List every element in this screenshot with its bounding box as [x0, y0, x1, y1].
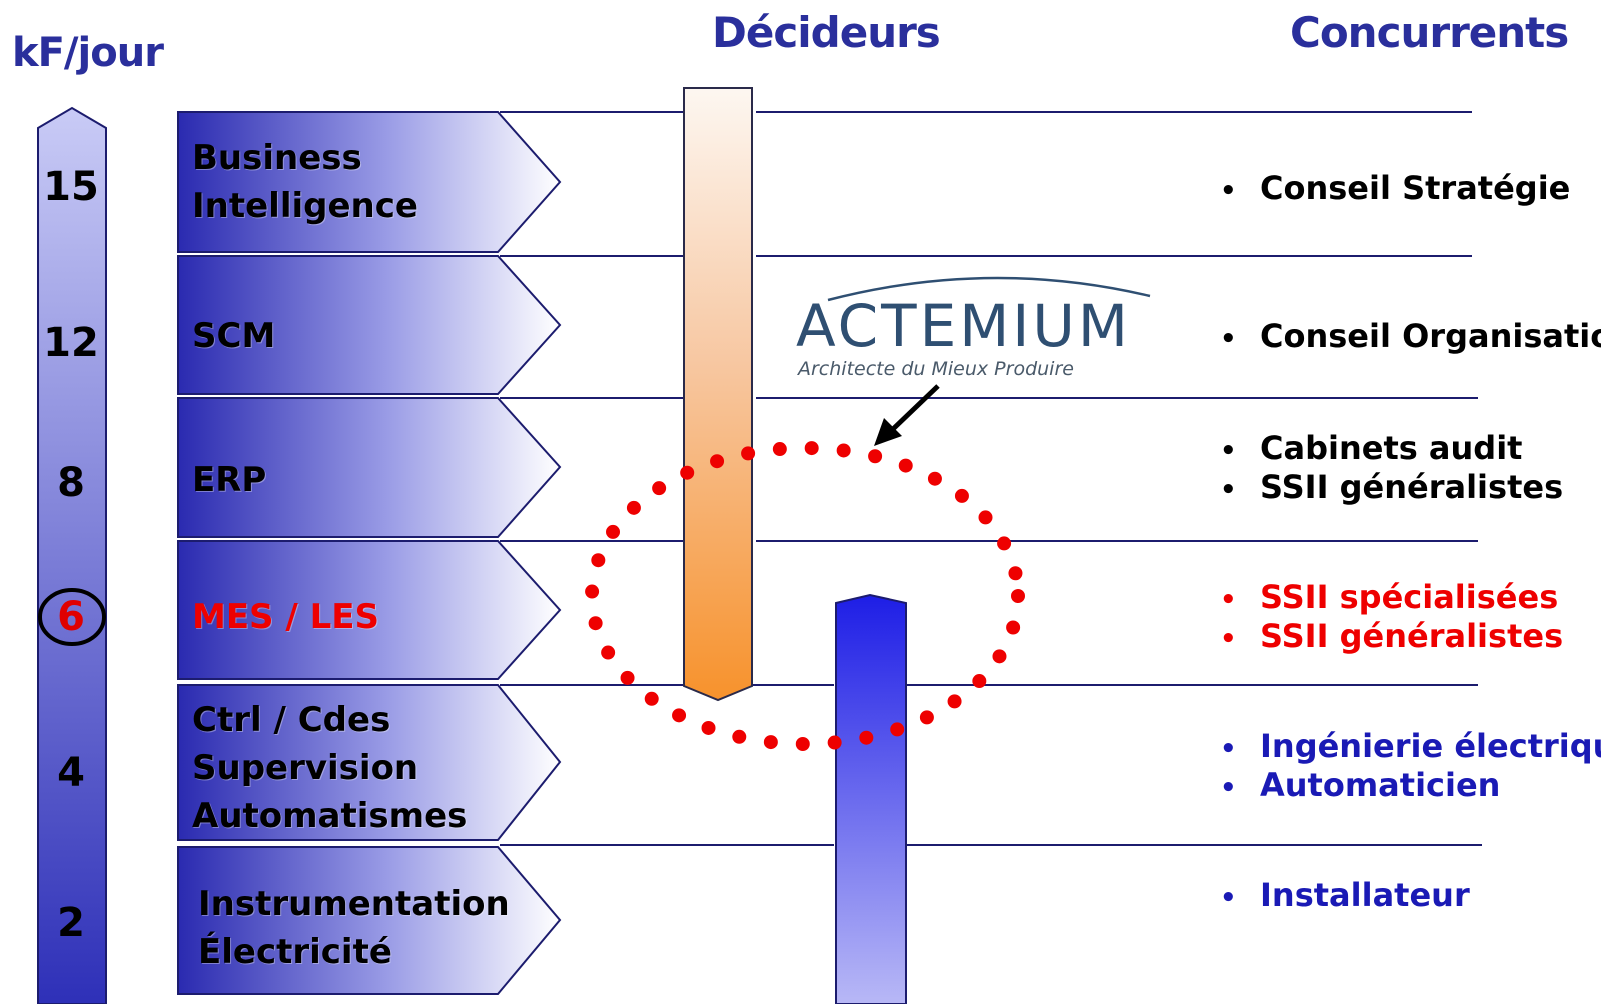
layer-label-line: Supervision	[192, 748, 419, 788]
layer-label-mes: MES / LES	[192, 593, 379, 641]
bullet-icon: •	[1220, 176, 1237, 206]
layer-arrow-ctrl	[177, 684, 562, 841]
unit-label: kF/jour	[12, 30, 164, 76]
competitor-text: Conseil Stratégie	[1260, 169, 1571, 207]
competitor-text: Installateur	[1260, 876, 1470, 914]
scale-bar	[37, 106, 107, 1004]
competitor-text: Automaticien	[1260, 766, 1501, 804]
competitor-item: • SSII spécialisées	[1220, 579, 1563, 618]
layer-label-line: Automatismes	[192, 796, 468, 836]
competitor-text: Cabinets audit	[1260, 429, 1523, 467]
bullet-icon: •	[1220, 585, 1237, 615]
scale-value-2: 2	[57, 900, 85, 946]
concurrents-header: Concurrents	[1290, 8, 1569, 57]
layer-label-line: MES / LES	[192, 597, 380, 637]
competitor-item: • SSII généralistes	[1220, 618, 1563, 657]
competitor-group-scm: • Conseil Organisation	[1220, 318, 1601, 357]
competitor-text: SSII généralistes	[1260, 617, 1564, 655]
scale-value-4: 4	[57, 750, 85, 796]
layer-label-line: Instrumentation	[198, 884, 510, 924]
layer-label-scm: SCM	[192, 312, 275, 360]
row-separator-lines	[500, 111, 1482, 846]
layer-label-erp: ERP	[192, 456, 266, 504]
bullet-icon: •	[1220, 773, 1237, 803]
bullet-icon: •	[1220, 475, 1237, 505]
layer-label-line: Business	[192, 138, 362, 178]
layer-label-line: ERP	[192, 460, 267, 500]
actemium-logo: ACTEMIUM Architecte du Mieux Produire	[796, 268, 1196, 388]
competitor-item: • Conseil Stratégie	[1220, 170, 1570, 209]
decideurs-header: Décideurs	[712, 8, 941, 57]
layer-arrow-erp	[177, 397, 562, 538]
layer-label-line: Ctrl / Cdes	[192, 700, 391, 740]
layer-arrow-scm	[177, 255, 562, 395]
layer-label-line: Électricité	[198, 932, 392, 972]
dotted-highlight-ellipse	[585, 441, 1025, 751]
bullet-icon: •	[1220, 883, 1237, 913]
layer-label-line: SCM	[192, 316, 276, 356]
competitor-text: SSII généralistes	[1260, 468, 1564, 506]
competitor-group-bi: • Conseil Stratégie	[1220, 170, 1570, 209]
layer-label-line: Intelligence	[192, 186, 418, 226]
highlight-circle	[38, 588, 106, 646]
logo-tagline: Architecte du Mieux Produire	[798, 358, 1074, 380]
bullet-icon: •	[1220, 624, 1237, 654]
layer-arrow-bi	[177, 111, 562, 253]
layer-arrow-mes	[177, 540, 562, 680]
decideur-bar-orange	[683, 87, 753, 702]
layer-arrow-instrumentation	[177, 846, 562, 995]
scale-value-8: 8	[57, 460, 85, 506]
logo-name: ACTEMIUM	[796, 292, 1131, 360]
scale-value-12: 12	[43, 320, 99, 366]
decideur-bar-blue	[835, 593, 907, 1004]
competitor-group-erp: • Cabinets audit • SSII généralistes	[1220, 430, 1563, 508]
competitor-item: • Automaticien	[1220, 767, 1601, 806]
competitor-item: • Conseil Organisation	[1220, 318, 1601, 357]
competitor-item: • Cabinets audit	[1220, 430, 1563, 469]
bullet-icon: •	[1220, 734, 1237, 764]
scale-value-6: 6	[57, 594, 85, 640]
competitor-item: • Ingénierie électrique	[1220, 728, 1601, 767]
competitor-text: Conseil Organisation	[1260, 317, 1601, 355]
competitor-item: • SSII généralistes	[1220, 469, 1563, 508]
competitor-group-mes: • SSII spécialisées • SSII généralistes	[1220, 579, 1563, 657]
bullet-icon: •	[1220, 436, 1237, 466]
competitor-text: Ingénierie électrique	[1260, 727, 1601, 765]
competitor-item: • Installateur	[1220, 877, 1470, 916]
scale-value-15: 15	[43, 164, 99, 210]
competitor-group-instrumentation: • Installateur	[1220, 877, 1470, 916]
competitor-text: SSII spécialisées	[1260, 578, 1559, 616]
logo-swoosh	[827, 276, 1151, 302]
competitor-group-ctrl: • Ingénierie électrique • Automaticien	[1220, 728, 1601, 806]
bullet-icon: •	[1220, 324, 1237, 354]
pointer-arrow-head	[874, 418, 902, 446]
pointer-arrow-line	[890, 384, 940, 432]
